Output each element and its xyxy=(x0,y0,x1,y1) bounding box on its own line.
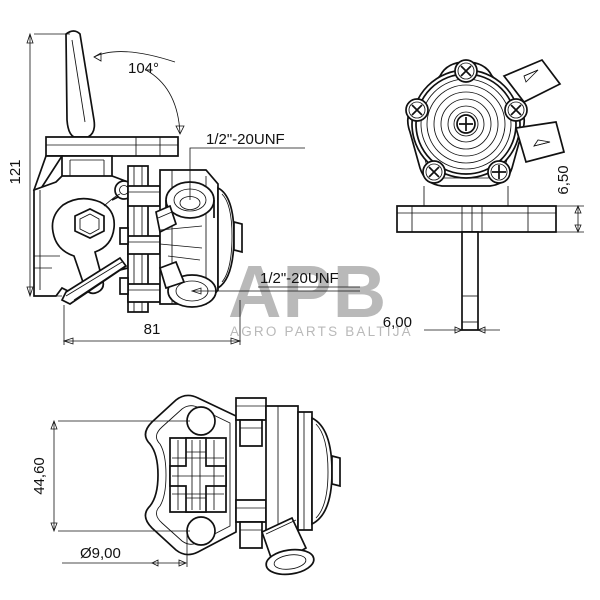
screw-bottom-left xyxy=(422,160,446,184)
dimension-flange-650-label: 6,50 xyxy=(555,165,572,194)
port-tab-upper xyxy=(502,58,562,104)
front-view-shaft xyxy=(461,231,479,331)
front-view-base-plate xyxy=(396,186,557,233)
front-view-group: 6,50 6,00 xyxy=(383,58,584,334)
side-view-priming-lever xyxy=(60,256,128,305)
side-view-lever xyxy=(65,30,96,138)
screw-center xyxy=(456,114,476,134)
dimension-height-121-label: 121 xyxy=(7,159,24,184)
dimension-angle-104-label: 104° xyxy=(128,60,159,77)
dimension-angle-104: 104° xyxy=(93,51,185,135)
dimension-hole-dia-900: Ø9,00 xyxy=(62,531,188,567)
leader-thread-upper: 1/2"-20UNF xyxy=(189,131,305,200)
dimension-shaft-600-label: 6,00 xyxy=(383,314,412,331)
side-view-inner-webs xyxy=(159,225,203,261)
front-view-port-tabs xyxy=(502,58,566,164)
watermark-tagline: AGRO PARTS BALTIJA xyxy=(230,324,413,339)
leader-thread-upper-label: 1/2"-20UNF xyxy=(206,131,285,148)
dimension-height-4460-label: 44,60 xyxy=(31,457,48,495)
screw-bottom-right xyxy=(487,160,511,184)
dimension-length-81-label: 81 xyxy=(144,321,161,338)
leader-thread-lower: 1/2"-20UNF xyxy=(190,270,360,295)
dimension-height-121: 121 xyxy=(7,32,70,298)
dimension-shaft-600: 6,00 xyxy=(383,314,500,334)
screw-right xyxy=(504,98,528,122)
screw-left xyxy=(405,98,429,122)
side-view-group: 121 104° 81 1/2"-20U xyxy=(7,30,360,345)
dimension-hole-dia-900-label: Ø9,00 xyxy=(80,545,121,562)
side-view-top-plate xyxy=(32,136,179,191)
mounting-view-bolts xyxy=(235,397,267,549)
watermark-group: APB AGRO PARTS BALTIJA xyxy=(228,250,413,339)
screw-top xyxy=(454,59,478,83)
port-tab-lower xyxy=(514,121,566,164)
side-view-center-flange xyxy=(119,165,161,313)
watermark-logo-text: APB xyxy=(228,250,387,333)
leader-thread-lower-label: 1/2"-20UNF xyxy=(260,270,339,287)
mounting-view-outlet-nipple xyxy=(260,516,315,576)
dimension-length-81: 81 xyxy=(62,300,242,345)
dimension-height-4460: 44,60 xyxy=(31,419,190,533)
front-view-screws xyxy=(405,59,528,184)
mounting-view-inner-detail xyxy=(169,437,227,513)
dimension-flange-650: 6,50 xyxy=(555,165,584,234)
mounting-view-body xyxy=(265,405,341,541)
side-view-rocker-arm xyxy=(51,180,134,295)
mounting-view-group: 44,60 Ø9,00 xyxy=(31,394,341,576)
